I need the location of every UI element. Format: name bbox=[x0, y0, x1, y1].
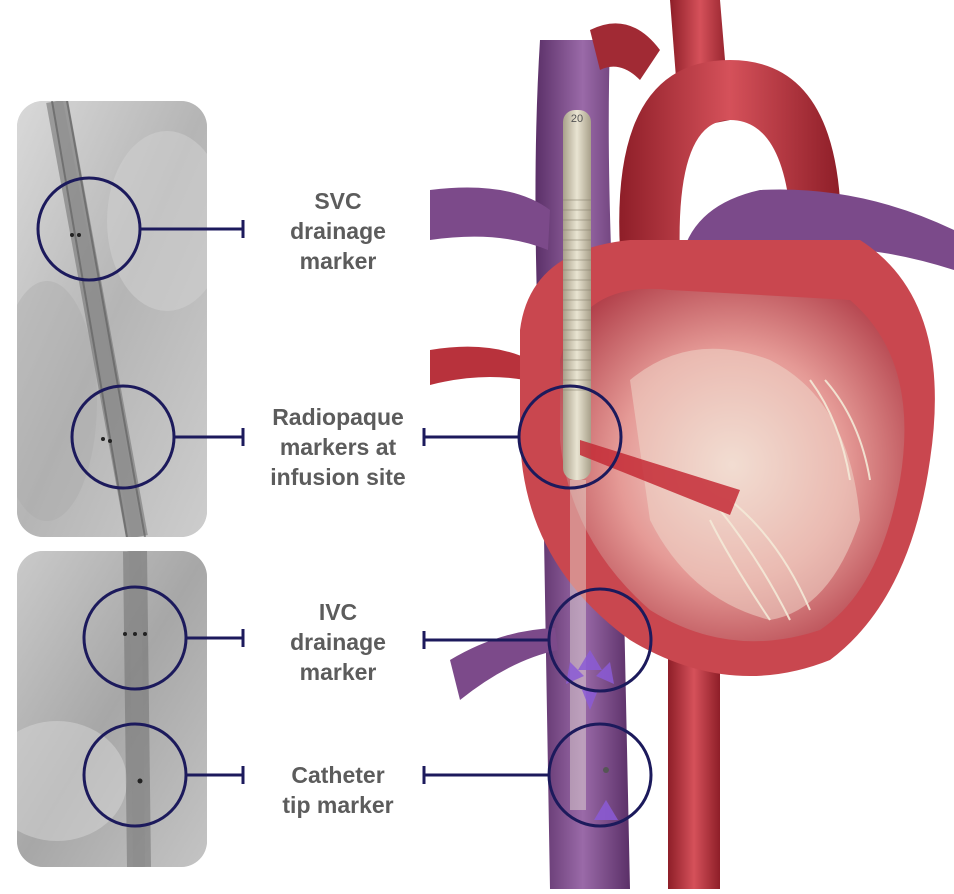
label-line: Radiopaque bbox=[248, 402, 428, 432]
label-svc-drainage-marker: SVC drainage marker bbox=[258, 186, 418, 276]
marker-ring-ivc-heart bbox=[549, 589, 651, 691]
marker-ring-tip-xray bbox=[84, 724, 186, 826]
label-line: Catheter bbox=[253, 760, 423, 790]
label-ivc-drainage-marker: IVC drainage marker bbox=[253, 597, 423, 687]
label-line: markers at bbox=[248, 432, 428, 462]
label-line: IVC bbox=[253, 597, 423, 627]
marker-ring-svc-xray bbox=[38, 178, 140, 280]
label-line: marker bbox=[253, 657, 423, 687]
label-line: drainage bbox=[253, 627, 423, 657]
label-line: marker bbox=[258, 246, 418, 276]
label-line: tip marker bbox=[253, 790, 423, 820]
label-radiopaque-markers: Radiopaque markers at infusion site bbox=[248, 402, 428, 492]
label-line: infusion site bbox=[248, 462, 428, 492]
label-catheter-tip-marker: Catheter tip marker bbox=[253, 760, 423, 820]
marker-ring-infusion-heart bbox=[519, 386, 621, 488]
marker-ring-infusion-xray bbox=[72, 386, 174, 488]
label-line: drainage bbox=[258, 216, 418, 246]
marker-ring-ivc-xray bbox=[84, 587, 186, 689]
label-line: SVC bbox=[258, 186, 418, 216]
marker-ring-tip-heart bbox=[549, 724, 651, 826]
